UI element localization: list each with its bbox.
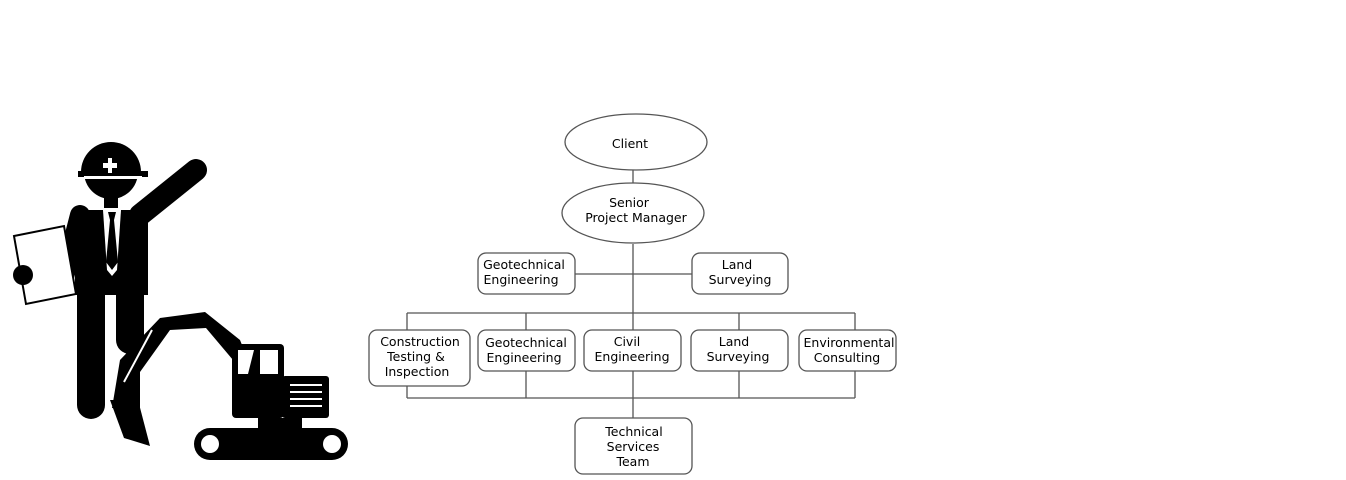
- advisor-geotechnical-node: Geotechnical Engineering: [477, 252, 576, 295]
- technical-services-team-node: Technical Services Team: [574, 417, 693, 475]
- dept-land-surveying-line2: Surveying: [707, 349, 770, 364]
- dept-environmental-line2: Consulting: [814, 350, 880, 365]
- advisor-land-surveying-line2: Surveying: [709, 272, 772, 287]
- dept-construction-testing-line3: Inspection: [385, 364, 450, 379]
- senior-pm-label-line2: Project Manager: [585, 210, 687, 225]
- dept-land-surveying-node: Land Surveying: [690, 329, 789, 372]
- dept-civil-line1: Civil: [614, 334, 641, 349]
- engineer-with-excavator-icon: [12, 142, 348, 460]
- dept-land-surveying-line1: Land: [719, 334, 749, 349]
- dept-civil-line2: Engineering: [595, 349, 670, 364]
- dept-geotechnical-line2: Engineering: [487, 350, 562, 365]
- advisor-land-surveying-node: Land Surveying: [691, 252, 789, 295]
- dept-construction-testing-node: Construction Testing & Inspection: [368, 329, 471, 387]
- technical-services-line1: Technical: [604, 424, 662, 439]
- dept-civil-engineering-node: Civil Engineering: [583, 329, 682, 372]
- dept-construction-testing-line1: Construction: [380, 334, 460, 349]
- excavator-icon: [110, 312, 348, 460]
- clipboard-icon: [12, 224, 78, 306]
- client-node: Client: [564, 113, 708, 171]
- senior-project-manager-node: Senior Project Manager: [561, 182, 705, 244]
- advisor-geotechnical-line1: Geotechnical: [483, 257, 565, 272]
- technical-services-line2: Services: [607, 439, 660, 454]
- connector-lines: [406, 170, 856, 418]
- advisor-geotechnical-line2: Engineering: [484, 272, 559, 287]
- dept-construction-testing-line2: Testing &: [386, 349, 445, 364]
- client-label: Client: [612, 136, 648, 151]
- dept-environmental-consulting-node: Environmental Consulting: [798, 329, 897, 372]
- dept-environmental-line1: Environmental: [804, 335, 895, 350]
- senior-pm-label-line1: Senior: [609, 195, 650, 210]
- dept-geotechnical-node: Geotechnical Engineering: [477, 329, 576, 372]
- advisor-land-surveying-line1: Land: [722, 257, 752, 272]
- dept-geotechnical-line1: Geotechnical: [485, 335, 567, 350]
- technical-services-line3: Team: [615, 454, 649, 469]
